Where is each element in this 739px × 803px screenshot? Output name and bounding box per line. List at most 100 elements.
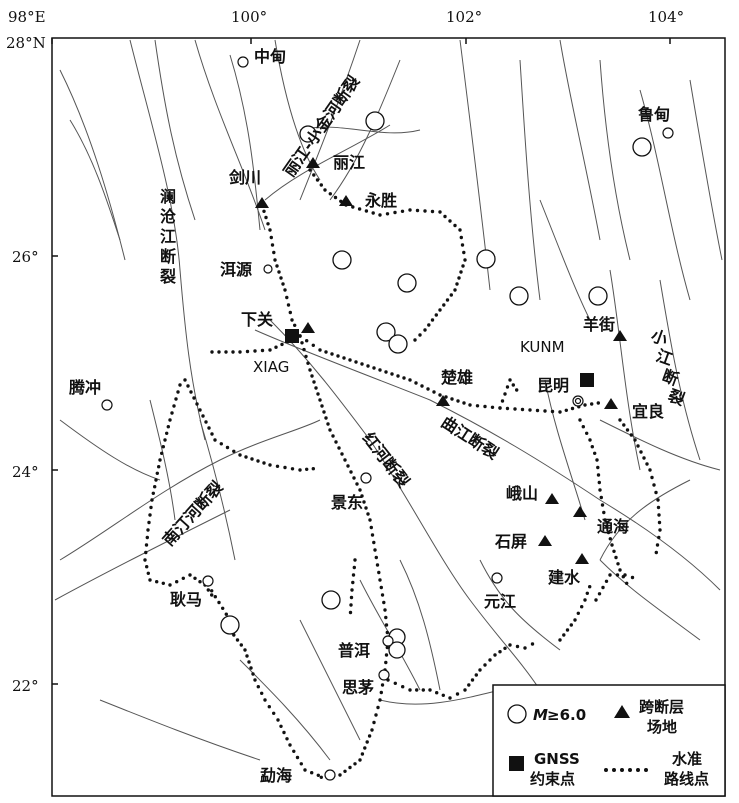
leveling-point <box>608 537 612 541</box>
quake-marker <box>588 286 608 306</box>
leveling-point <box>625 581 629 585</box>
leveling-point <box>415 208 420 213</box>
leveling-point <box>564 408 568 412</box>
leveling-point <box>448 219 452 223</box>
leveling-point <box>599 495 603 500</box>
cross-fault-triangle <box>306 157 320 168</box>
leveling-point <box>372 720 376 725</box>
leveling-point <box>305 467 309 471</box>
leveling-point <box>249 666 253 670</box>
leveling-point <box>351 573 356 577</box>
leveling-point <box>385 645 389 650</box>
quake-marker <box>509 286 529 306</box>
leveling-point <box>174 397 178 401</box>
leveling-point <box>657 513 661 517</box>
leveling-point <box>360 494 364 498</box>
leveling-point <box>318 398 322 402</box>
leveling-point <box>210 593 214 597</box>
leveling-point <box>558 638 562 642</box>
leveling-point <box>288 743 292 747</box>
leveling-point <box>384 370 388 374</box>
leveling-point <box>312 173 316 177</box>
label-eryuan: 洱源 <box>220 260 252 279</box>
frame-ticks <box>51 38 671 685</box>
leveling-point <box>657 535 661 540</box>
leveling-point <box>262 209 266 213</box>
lat-label-26: 26° <box>12 248 39 266</box>
leveling-point <box>295 755 300 760</box>
leveling-point <box>590 402 594 406</box>
leveling-point <box>597 480 601 485</box>
label-lancang-3: 江 <box>160 227 176 246</box>
leveling-point <box>275 464 280 468</box>
legend-quake-m: M <box>533 706 548 724</box>
leveling-point <box>285 295 289 300</box>
leveling-point <box>298 468 302 472</box>
label-xiag: XIAG <box>253 358 289 376</box>
leveling-point <box>292 749 296 753</box>
leveling-point <box>462 250 466 255</box>
legend-dots-symbol <box>604 768 648 772</box>
leveling-point <box>616 562 620 566</box>
town-marker <box>662 127 674 139</box>
leveling-point <box>318 348 322 352</box>
town-marker <box>574 397 582 405</box>
lon-label-102: 102° <box>446 8 482 26</box>
map-frame <box>51 37 726 797</box>
leveling-point <box>562 633 566 637</box>
quake-marker <box>220 615 240 635</box>
leveling-point <box>656 498 660 502</box>
leveling-point <box>576 611 580 615</box>
label-qujiang-fault: 曲江断裂 <box>438 412 502 463</box>
leveling-point <box>428 688 432 692</box>
leveling-point <box>636 444 640 448</box>
leveling-point <box>210 350 214 354</box>
leveling-points <box>143 168 662 779</box>
leveling-point <box>160 451 164 455</box>
leveling-point <box>590 445 594 449</box>
leveling-point <box>569 623 573 627</box>
leveling-point <box>279 276 283 280</box>
leveling-point <box>207 426 211 430</box>
label-lancang-1: 澜 <box>160 187 176 206</box>
leveling-point <box>311 467 315 471</box>
cross-fault-triangle <box>538 535 552 546</box>
quake-marker <box>388 334 408 354</box>
leveling-point <box>322 410 326 414</box>
leveling-point <box>460 243 465 247</box>
leveling-point <box>213 595 217 599</box>
leveling-point <box>438 210 442 214</box>
leveling-point <box>380 683 385 687</box>
leveling-point <box>343 769 347 773</box>
leveling-point <box>346 464 350 468</box>
leveling-point <box>285 737 289 741</box>
leveling-point <box>342 356 346 360</box>
leveling-point <box>157 465 161 469</box>
leveling-point <box>267 705 271 709</box>
leveling-point <box>153 485 157 489</box>
label-yiliang: 宜良 <box>632 402 664 421</box>
leveling-point <box>146 528 150 532</box>
label-jingdong: 景东 <box>331 493 363 512</box>
leveling-point <box>612 549 616 553</box>
cross-fault-sites <box>255 157 627 564</box>
leveling-point <box>493 653 497 657</box>
leveling-point <box>154 478 158 482</box>
leveling-point <box>442 303 446 307</box>
leveling-point <box>293 323 297 327</box>
label-yuanjiang: 元江 <box>484 592 516 611</box>
lat-label-22: 22° <box>12 677 39 695</box>
leveling-point <box>266 222 270 226</box>
leveling-point <box>168 583 172 587</box>
leveling-point <box>302 347 306 352</box>
leveling-point <box>268 228 272 232</box>
leveling-point <box>408 378 412 382</box>
leveling-point <box>304 354 308 359</box>
leveling-point <box>503 646 507 650</box>
leveling-point <box>238 453 242 457</box>
leveling-point <box>414 381 418 385</box>
leveling-point <box>281 282 285 286</box>
leveling-point <box>221 606 225 610</box>
label-chuxiong: 楚雄 <box>441 368 473 387</box>
leveling-point <box>656 505 661 510</box>
